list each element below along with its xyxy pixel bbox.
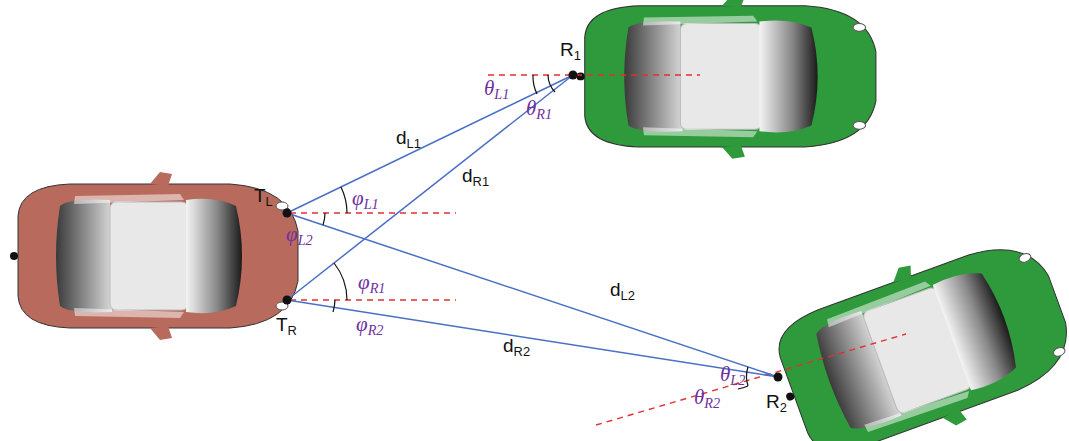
angle-label: φR2 [356, 314, 383, 337]
distance-label: dR1 [462, 166, 489, 189]
angle-label: θR2 [694, 387, 720, 410]
angle-label: φL1 [352, 188, 379, 211]
distance-label: dL2 [610, 280, 635, 303]
distance-label: dL1 [396, 128, 421, 151]
angle-label: φL2 [286, 224, 313, 247]
antenna-label: R1 [560, 40, 581, 63]
antenna-label: R2 [766, 392, 787, 415]
angle-label: θR1 [526, 98, 552, 121]
angle-label: θL2 [720, 364, 745, 387]
angle-label: φR1 [358, 272, 385, 295]
antenna-label: TR [276, 315, 297, 338]
antenna-label: TL [254, 186, 273, 209]
distance-label: dR2 [503, 336, 530, 359]
angle-label: θL1 [484, 78, 509, 101]
